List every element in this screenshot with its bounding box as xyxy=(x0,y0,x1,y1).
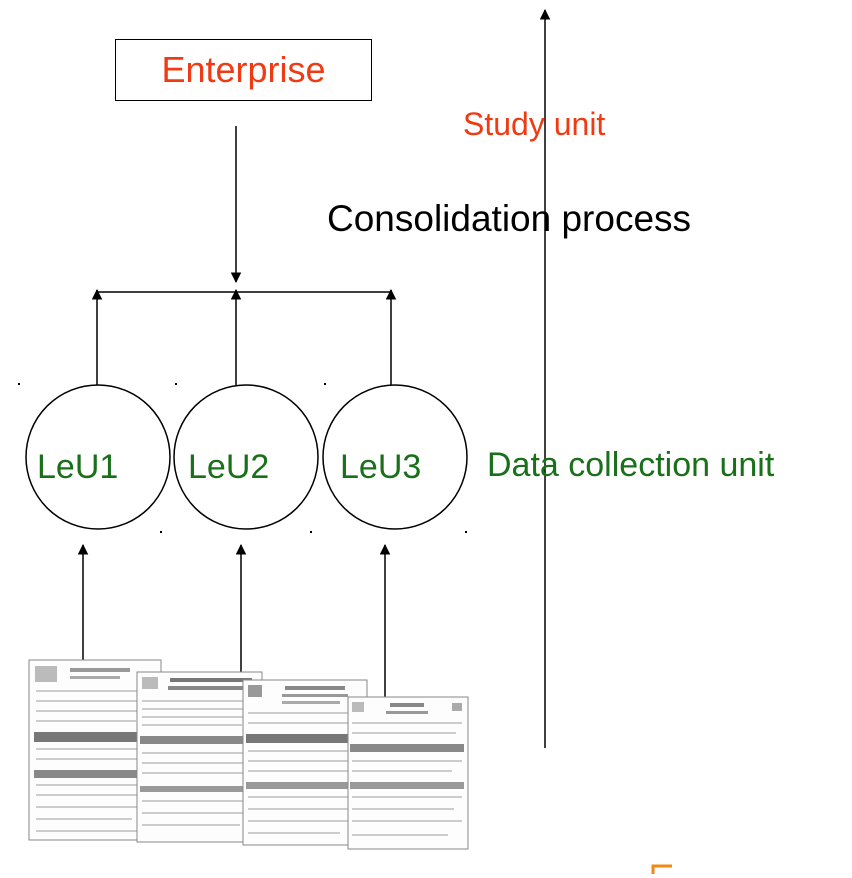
form-documents xyxy=(28,659,469,850)
leu2-label: LeU2 xyxy=(188,448,270,486)
form-doc-4 xyxy=(347,696,469,850)
leu3-circle xyxy=(322,384,468,530)
consolidation-process-label: Consolidation process xyxy=(327,198,692,239)
form-doc-3 xyxy=(242,679,368,846)
data-collection-unit-label: Data collection unit xyxy=(487,446,775,484)
orange-mark xyxy=(651,864,672,874)
leu1-circle xyxy=(25,384,171,530)
marker-dots xyxy=(18,383,467,533)
study-unit-label: Study unit xyxy=(463,106,606,142)
form-doc-2 xyxy=(136,671,263,843)
leu3-label: LeU3 xyxy=(340,448,422,486)
leu2-circle xyxy=(173,384,319,530)
leu1-label: LeU1 xyxy=(37,448,119,486)
enterprise-node: Enterprise xyxy=(115,39,372,101)
enterprise-label: Enterprise xyxy=(161,49,326,90)
